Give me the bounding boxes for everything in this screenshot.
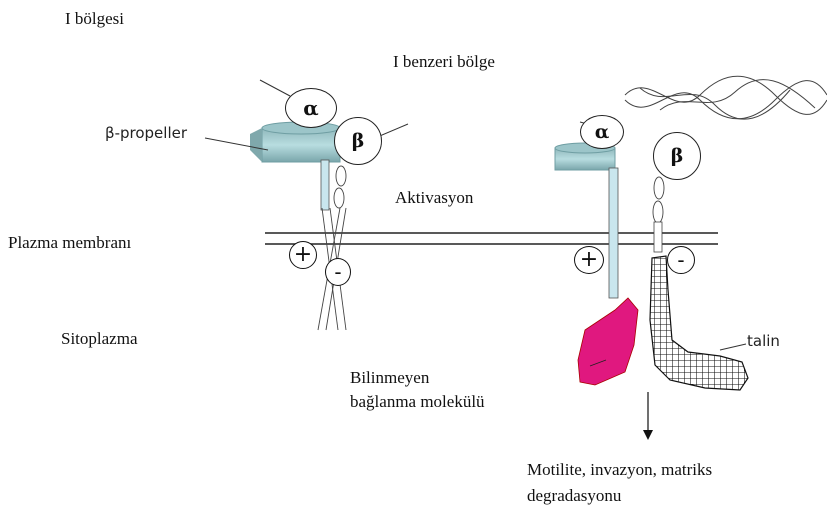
talin-protein <box>650 256 748 390</box>
unknown-binding-label-line2: bağlanma molekülü <box>350 391 485 412</box>
downstream-arrow <box>643 392 653 440</box>
beta-symbol: β <box>671 145 684 167</box>
negative-charge-right: - <box>667 246 695 274</box>
positive-charge-right: + <box>574 246 604 274</box>
beta-subunit-left: β <box>334 117 382 165</box>
unknown-binding-label-line1: Bilinmeyen <box>350 367 429 388</box>
i-region-label: I bölgesi <box>65 8 124 29</box>
plasma-membrane <box>265 233 718 244</box>
cytoplasm-label: Sitoplazma <box>61 328 137 349</box>
alpha-symbol: α <box>595 121 610 143</box>
negative-charge-left: - <box>325 258 351 286</box>
beta-propeller-label: β-propeller <box>105 124 187 142</box>
alpha-subunit-left: α <box>285 88 337 128</box>
talin-label: talin <box>747 332 780 350</box>
ecm-ligand-helix <box>625 76 827 119</box>
alpha-head-tether <box>260 80 290 96</box>
alpha-leg-left <box>321 160 329 210</box>
unknown-binding-molecule <box>578 298 638 385</box>
alpha-subunit-right: α <box>580 115 624 149</box>
beta-propeller-domain-left <box>250 122 340 162</box>
positive-charge-left: + <box>289 241 317 269</box>
outcome-label-line1: Motilite, invazyon, matriks <box>527 459 712 480</box>
outcome-label-line2: degradasyonu <box>527 485 621 506</box>
beta-symbol: β <box>352 130 365 152</box>
alpha-leg-right <box>609 168 618 298</box>
alpha-symbol: α <box>303 96 318 120</box>
i-like-region-label: I benzeri bölge <box>393 51 495 72</box>
activation-label: Aktivasyon <box>395 187 473 208</box>
beta-subunit-right: β <box>653 132 701 180</box>
plasma-membrane-label: Plazma membranı <box>8 232 131 253</box>
